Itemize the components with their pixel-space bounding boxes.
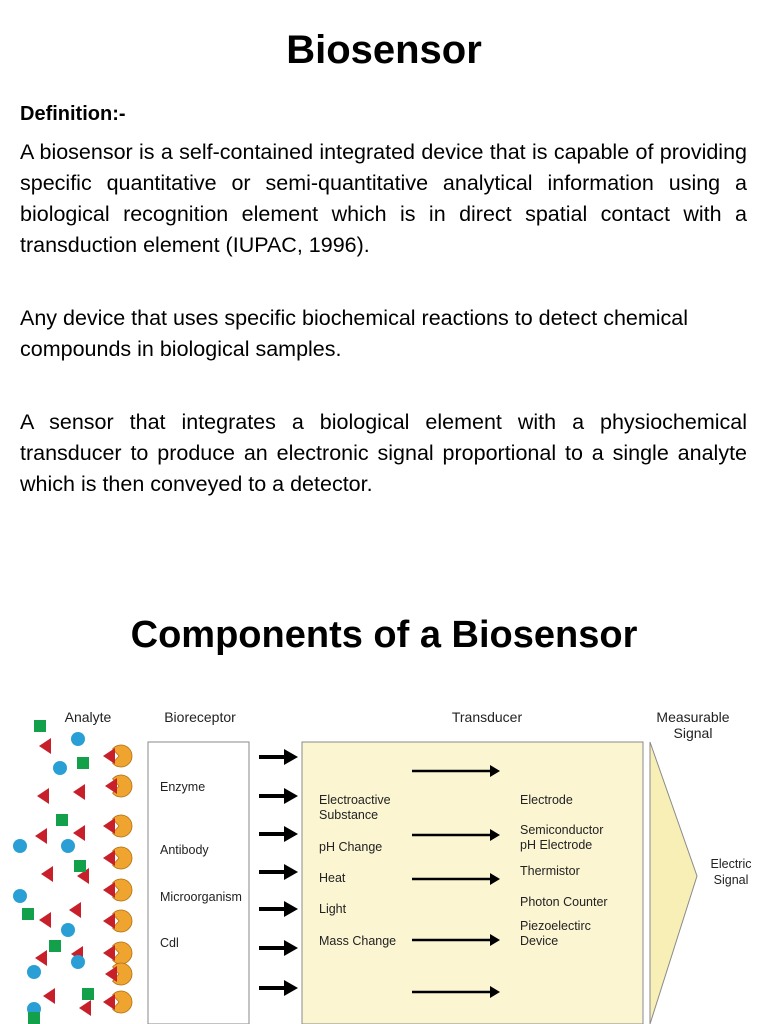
transducer-header: Transducer — [452, 709, 523, 725]
analyte-triangle — [41, 866, 53, 882]
receptor-shape — [112, 990, 133, 1014]
arrow-head — [284, 940, 298, 956]
analyte-triangle — [35, 950, 47, 966]
analyte-square — [74, 860, 86, 872]
receptor-shape — [112, 941, 133, 965]
analyte-header: Analyte — [65, 709, 112, 725]
bioreceptor-box — [147, 741, 250, 1024]
slide-title: Biosensor — [286, 28, 482, 72]
transducer-input-label: Heat — [319, 871, 346, 885]
arrow-head — [490, 765, 500, 777]
receptor-shape — [112, 774, 133, 798]
transducer-input-label: Electroactive — [319, 793, 391, 807]
arrow-head — [284, 788, 298, 804]
analyte-triangle — [37, 788, 49, 804]
analyte-triangle — [73, 784, 85, 800]
arrow-head — [284, 749, 298, 765]
arrow-head — [490, 873, 500, 885]
analyte-circle — [53, 761, 67, 775]
analyte-triangle — [103, 913, 115, 929]
analyte-triangle — [39, 738, 51, 754]
receptor-shape — [112, 909, 133, 933]
analyte-square — [22, 908, 34, 920]
transducer-output-label: Photon Counter — [520, 895, 608, 909]
arrow-head — [284, 980, 298, 996]
transducer-input-label: Substance — [319, 808, 378, 822]
analyte-square — [77, 757, 89, 769]
bioreceptor-header: Bioreceptor — [164, 709, 236, 725]
arrow-head — [284, 826, 298, 842]
analyte-circle — [71, 732, 85, 746]
transducer-input-label: Mass Change — [319, 934, 396, 948]
receptor-shape — [112, 814, 133, 838]
analyte-triangle — [73, 825, 85, 841]
definition-paragraph: A sensor that integrates a biological el… — [20, 410, 747, 496]
analyte-triangle — [35, 828, 47, 844]
electric-signal-label-line2: Signal — [714, 873, 749, 887]
analyte-triangle — [105, 778, 117, 794]
arrow-head — [284, 901, 298, 917]
analyte-triangle — [103, 882, 115, 898]
definition-paragraph: A biosensor is a self-contained integrat… — [20, 140, 747, 257]
definition-paragraph: Any device that uses specific biochemica… — [20, 306, 689, 361]
analyte-triangle — [69, 902, 81, 918]
analyte-circle — [71, 955, 85, 969]
receptor-shape — [112, 744, 133, 768]
analyte-square — [28, 1012, 40, 1024]
arrow-head — [490, 829, 500, 841]
transducer-output-label: Electrode — [520, 793, 573, 807]
biosensor-components-diagram: Analyte Bioreceptor Transducer Measurabl… — [13, 709, 752, 1024]
analyte-triangle — [103, 850, 115, 866]
transducer-output-label: Thermistor — [520, 864, 580, 878]
bioreceptor-label: Cdl — [160, 936, 179, 950]
transducer-output-label: Device — [520, 934, 558, 948]
analyte-square — [49, 940, 61, 952]
analyte-triangle — [103, 994, 115, 1010]
analyte-triangle — [39, 912, 51, 928]
transducer-output-label: pH Electrode — [520, 838, 592, 852]
arrow-head — [490, 986, 500, 998]
transducer-output-label: Semiconductor — [520, 823, 603, 837]
analyte-triangle — [103, 818, 115, 834]
analyte-square — [82, 988, 94, 1000]
signal-header-line1: Measurable — [656, 709, 729, 725]
analyte-triangle — [103, 945, 115, 961]
analyte-circle — [61, 923, 75, 937]
analyte-circle — [61, 839, 75, 853]
receptor-shape — [112, 962, 133, 986]
electric-signal-label-line1: Electric — [711, 857, 752, 871]
signal-triangle — [649, 741, 698, 1024]
receptor-shape — [112, 846, 133, 870]
analyte-circle — [27, 965, 41, 979]
transducer-output-label: Piezoelectirc — [520, 919, 591, 933]
components-title: Components of a Biosensor — [130, 614, 638, 656]
signal-header-line2: Signal — [674, 725, 713, 741]
analyte-circle — [13, 889, 27, 903]
analyte-triangle — [103, 748, 115, 764]
analyte-triangle — [43, 988, 55, 1004]
transducer-input-label: pH Change — [319, 840, 382, 854]
arrow-head — [490, 934, 500, 946]
analyte-circle — [13, 839, 27, 853]
definition-label: Definition:- — [20, 103, 126, 125]
analyte-square — [34, 720, 46, 732]
bioreceptor-label: Enzyme — [160, 780, 205, 794]
analyte-square — [56, 814, 68, 826]
transducer-input-label: Light — [319, 902, 347, 916]
receptor-shape — [112, 878, 133, 902]
analyte-triangle — [79, 1000, 91, 1016]
bioreceptor-label: Antibody — [160, 843, 209, 857]
bioreceptor-label: Microorganism — [160, 890, 242, 904]
analyte-triangle — [105, 966, 117, 982]
arrow-head — [284, 864, 298, 880]
transducer-box — [301, 741, 644, 1024]
